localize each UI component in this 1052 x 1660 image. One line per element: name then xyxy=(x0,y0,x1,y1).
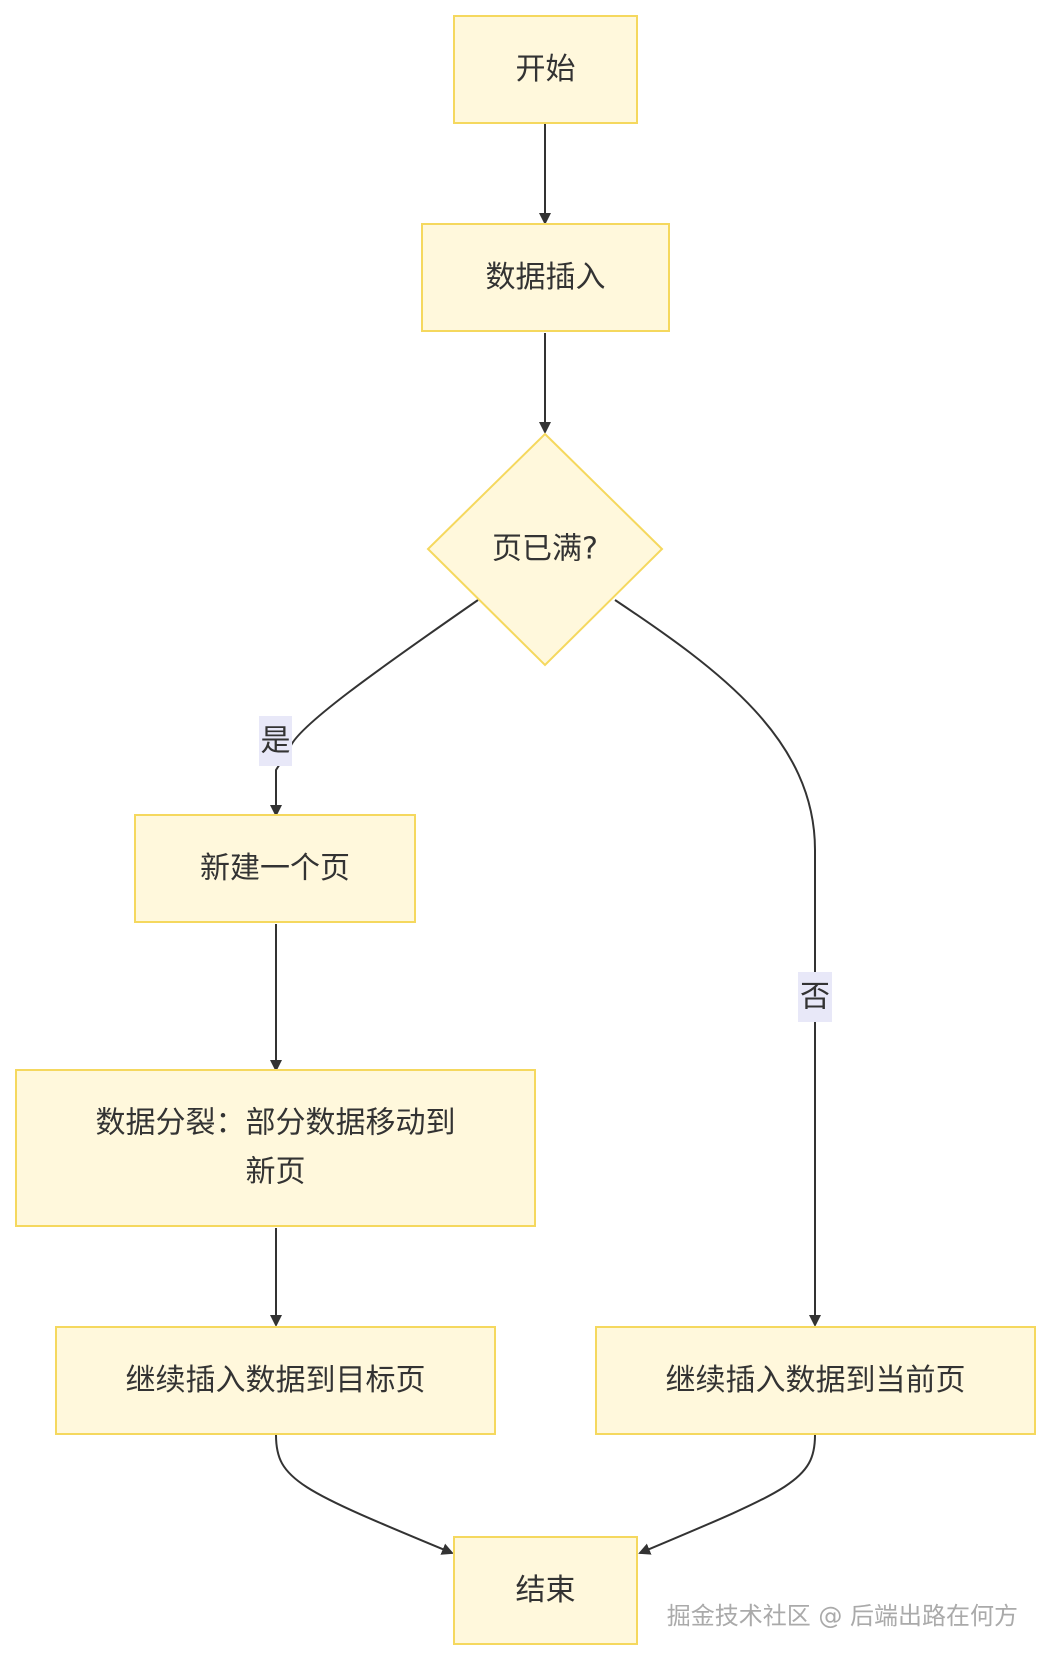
edge-label-yes: 是 xyxy=(261,724,291,759)
node-new-page: 新建一个页 xyxy=(134,814,416,923)
edge-label-no: 否 xyxy=(800,980,830,1015)
node-continue-target: 继续插入数据到目标页 xyxy=(55,1326,496,1435)
node-start-label: 开始 xyxy=(516,52,576,87)
node-insert: 数据插入 xyxy=(421,223,670,332)
edge-continue-current-to-end xyxy=(638,1434,816,1555)
node-start: 开始 xyxy=(453,15,638,124)
node-split: 数据分裂：部分数据移动到 新页 xyxy=(15,1069,536,1227)
node-decision: 页已满? xyxy=(426,432,664,667)
node-new-page-label: 新建一个页 xyxy=(200,851,350,886)
edge-label-no-bg xyxy=(798,972,832,1022)
node-insert-label: 数据插入 xyxy=(486,260,606,295)
node-split-label-line2: 新页 xyxy=(246,1155,306,1190)
node-end: 结束 xyxy=(453,1536,638,1645)
edge-decision-yes xyxy=(270,599,479,817)
edge-label-yes-bg xyxy=(259,716,292,766)
node-continue-target-label: 继续插入数据到目标页 xyxy=(126,1363,426,1398)
edge-continue-target-to-end xyxy=(275,1434,454,1555)
node-decision-label: 页已满? xyxy=(492,532,598,567)
node-continue-current-label: 继续插入数据到当前页 xyxy=(666,1363,966,1398)
edge-decision-no xyxy=(614,599,821,1327)
node-continue-current: 继续插入数据到当前页 xyxy=(595,1326,1036,1435)
watermark: 掘金技术社区 @ 后端出路在何方 xyxy=(667,1602,1018,1630)
node-end-label: 结束 xyxy=(516,1573,576,1608)
node-split-label-line1: 数据分裂：部分数据移动到 xyxy=(96,1106,456,1141)
